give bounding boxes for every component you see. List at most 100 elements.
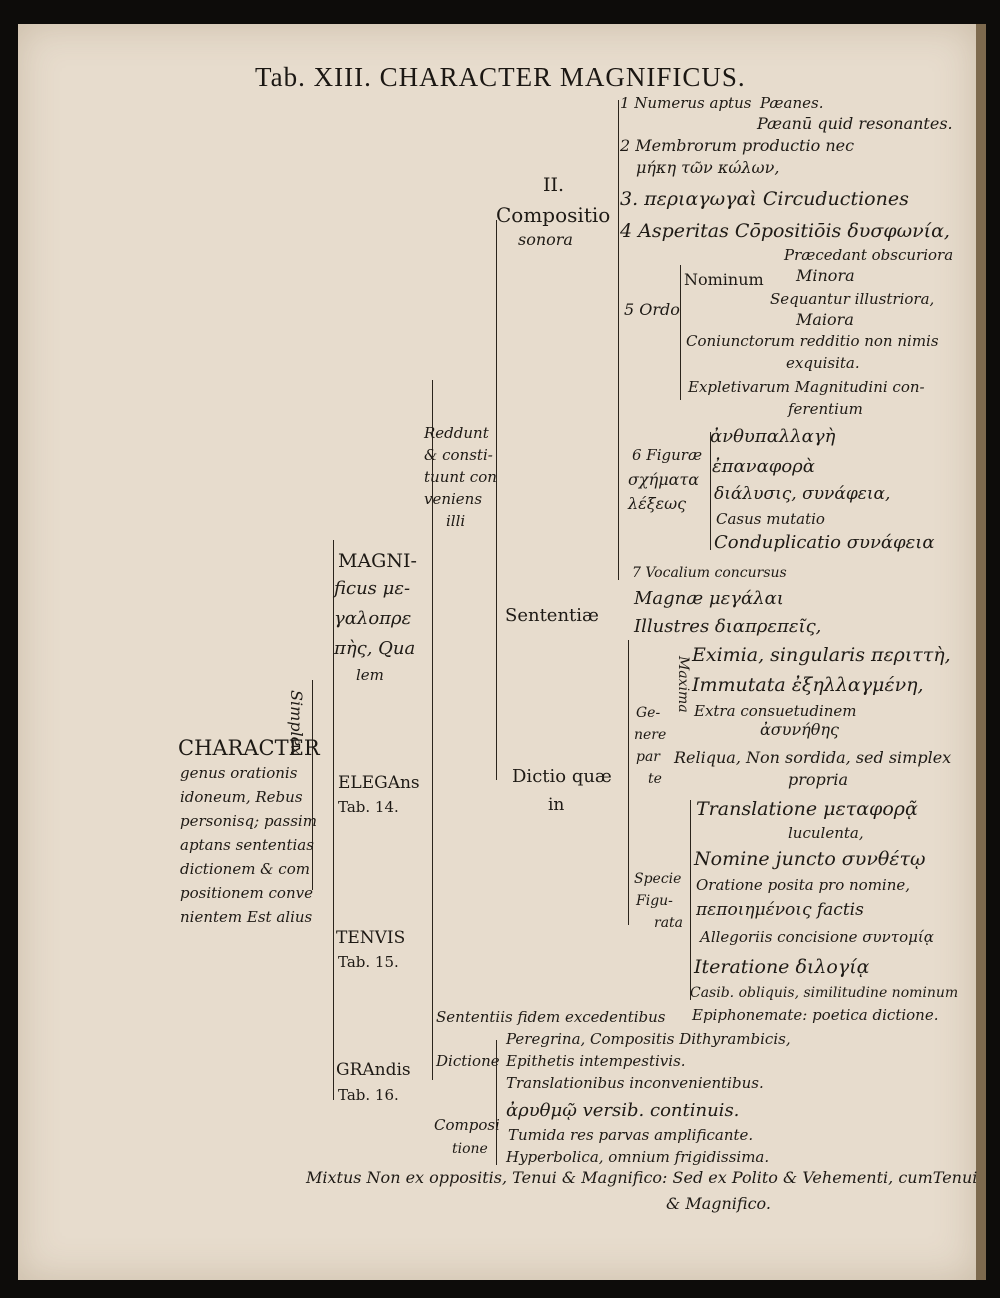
- vitia-comp-item: ἀρυθμῷ versib. continuis.: [506, 1100, 740, 1121]
- compositio-label: Compositio: [496, 203, 611, 227]
- compositio-number: II.: [543, 174, 565, 196]
- vitia-compositione: Composi: [434, 1116, 500, 1134]
- specie-item: Oratione posita pro nomine,: [696, 876, 911, 894]
- vitia-dict-item: Epithetis intempestivis.: [506, 1052, 686, 1070]
- reddunt-label: & consti-: [424, 446, 493, 464]
- specie-label: rata: [654, 915, 684, 931]
- figura-item: Casus mutatio: [716, 510, 825, 528]
- vitia-dict-item: Translationibus inconvenientibus.: [506, 1074, 764, 1092]
- bracket-dictio: [628, 640, 629, 925]
- sent-item: Illustres διαπρεπεῖς,: [634, 616, 822, 637]
- genere-item: Immutata ἐξηλλαγμένη,: [692, 674, 924, 696]
- vitia-compositione: tione: [452, 1141, 488, 1157]
- figura-item: ἐπαναφορὰ: [712, 456, 815, 477]
- vitia-comp-item: Hyperbolica, omnium frigidissima.: [506, 1148, 770, 1166]
- comp-item: μήκη τῶν κώλων,: [636, 158, 780, 177]
- comp-item: Pæanū quid resonantes.: [757, 114, 953, 133]
- magnificus-label: ficus με-: [334, 578, 411, 599]
- elegans-tab: Tab. 14.: [338, 798, 399, 816]
- bracket-figurae: [710, 432, 711, 550]
- dictio-label: in: [548, 795, 565, 815]
- maxima-label: Maxima: [675, 656, 691, 713]
- tenuis-label: TENVIS: [336, 928, 406, 948]
- root-heading: CHARACTER: [178, 736, 320, 760]
- genere-item: Eximia, singularis περιττὴ,: [692, 644, 951, 666]
- reddunt-label: illi: [446, 512, 466, 530]
- specie-item: Iteratione διλογίᾳ: [694, 956, 870, 978]
- specie-item: Casib. obliquis, similitudine nominum: [690, 985, 959, 1001]
- ordo-nominum: Nominum: [684, 270, 764, 289]
- magnificus-label: lem: [356, 666, 384, 684]
- sent-item: Magnæ μεγάλαι: [634, 588, 784, 609]
- bracket-reddunt: [496, 220, 497, 780]
- dictio-label: Dictio quæ: [512, 766, 612, 787]
- reddunt-label: veniens: [424, 490, 483, 508]
- specie-item: πεποιημένοις factis: [696, 900, 864, 920]
- figurae-label: σχήματα: [628, 470, 700, 489]
- mixtus-line: Mixtus Non ex oppositis, Tenui & Magnifi…: [306, 1168, 978, 1187]
- genere-label: Ge-: [636, 705, 661, 721]
- ordo-label: 5 Ordo: [624, 300, 680, 319]
- figura-item: Conduplicatio συνάφεια: [714, 532, 935, 553]
- page-title: Tab. XIII. CHARACTER MAGNIFICUS.: [255, 62, 746, 92]
- bracket-vitia: [496, 1040, 497, 1165]
- specie-label: Figu-: [636, 893, 673, 909]
- comp-item: Pæanes.: [760, 94, 824, 112]
- specie-item: Nomine juncto συνθέτῳ: [694, 848, 926, 870]
- reddunt-label: tuunt con: [424, 468, 497, 486]
- compositio-sub: sonora: [518, 230, 573, 249]
- comp-item: Præcedant obscuriora: [784, 246, 954, 264]
- vitia-dictione: Dictione: [436, 1052, 500, 1070]
- comp-item: 7 Vocalium concursus: [632, 565, 787, 581]
- specie-item: Allegoriis concisione συντομίᾳ: [700, 928, 934, 946]
- magnificus-label: πὴς, Qua: [334, 638, 416, 659]
- root-line: dictionem & com: [180, 860, 310, 878]
- reddunt-label: Reddunt: [424, 424, 489, 442]
- bracket-simplex: [333, 540, 334, 1100]
- mixtus-line: & Magnifico.: [666, 1194, 771, 1213]
- genere-propria: propria: [788, 770, 849, 789]
- book-page: [18, 24, 976, 1280]
- comp-item: 4 Asperitas Cōpositiōis δυσφωνία,: [620, 220, 950, 242]
- root-line: nientem Est alius: [180, 908, 313, 926]
- magnificus-label: γαλοπρε: [334, 608, 412, 629]
- vitia-sententiis: Sententiis fidem excedentibus: [436, 1008, 666, 1026]
- figura-item: διάλυσις, συνάφεια,: [714, 484, 891, 504]
- figura-item: ἀνθυπαλλαγὴ: [710, 426, 836, 447]
- grandis-label: GRAndis: [336, 1060, 411, 1080]
- comp-item: Sequantur illustriora,: [770, 290, 935, 308]
- comp-item: Maiora: [796, 310, 854, 329]
- elegans-label: ELEGAns: [338, 773, 420, 793]
- root-line: personisq; passim: [180, 812, 317, 830]
- comp-item: Minora: [796, 266, 855, 285]
- comp-item: 2 Membrorum productio nec: [620, 136, 855, 155]
- root-line: idoneum, Rebus: [180, 788, 303, 806]
- sententiae-label: Sententiæ: [505, 605, 599, 626]
- grandis-tab: Tab. 16.: [338, 1086, 399, 1104]
- comp-item: exquisita.: [786, 354, 860, 372]
- magnificus-label: MAGNI-: [338, 550, 417, 572]
- simplex-label: Simplex: [287, 690, 306, 756]
- genere-label: par: [636, 749, 661, 765]
- page-edge: [976, 24, 986, 1280]
- bracket-compositio: [618, 100, 619, 580]
- vitia-dict-item: Peregrina, Compositis Dithyrambicis,: [506, 1030, 791, 1048]
- figurae-label: λέξεως: [628, 494, 687, 513]
- bracket-magnificus: [432, 380, 433, 1080]
- genere-item: ἀσυνήθης: [760, 720, 839, 739]
- bracket-ordo: [680, 265, 681, 400]
- vitia-comp-item: Tumida res parvas amplificante.: [508, 1126, 754, 1144]
- root-line: genus orationis: [180, 764, 298, 782]
- genere-label: nere: [634, 727, 667, 743]
- bracket-main: [312, 680, 313, 890]
- genere-reliqua: Reliqua, Non sordida, sed simplex: [674, 748, 952, 767]
- specie-item: luculenta,: [788, 824, 864, 842]
- tenuis-tab: Tab. 15.: [338, 953, 399, 971]
- bracket-specie: [690, 800, 691, 1000]
- root-line: positionem conve: [180, 884, 313, 902]
- comp-item: ferentium: [788, 400, 863, 418]
- root-line: aptans sententias: [180, 836, 314, 854]
- figurae-label: 6 Figuræ: [632, 446, 703, 464]
- specie-item: Epiphonemate: poetica dictione.: [692, 1006, 939, 1024]
- comp-item: 1 Numerus aptus: [620, 94, 752, 112]
